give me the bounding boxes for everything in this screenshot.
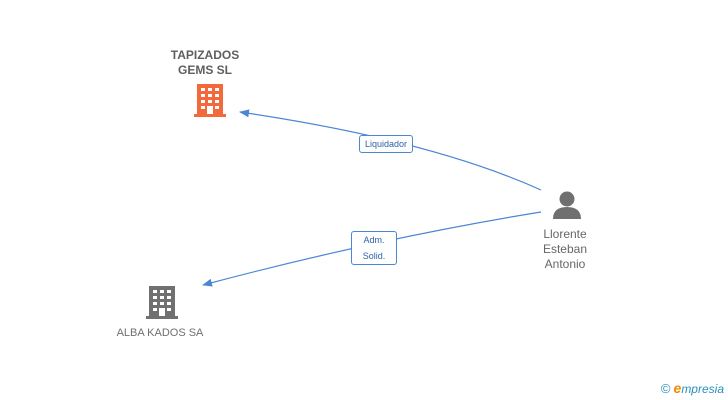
brand-logo: empresia [673, 380, 724, 396]
edge-label-adm-solid: Adm. Solid. [351, 231, 397, 265]
person-icon[interactable] [553, 191, 581, 220]
copyright-icon: © [660, 380, 671, 396]
edge-label-liquidador: Liquidador [359, 135, 414, 153]
company-name-secondary[interactable]: ALBA KADOS SA [116, 327, 204, 339]
building-icon[interactable] [146, 286, 178, 319]
empresia-watermark: © empresia [661, 380, 724, 396]
building-icon[interactable] [194, 84, 226, 117]
person-name[interactable]: Llorente Esteban Antonio [542, 227, 588, 271]
company-name-main[interactable]: TAPIZADOS GEMS SL [170, 48, 240, 77]
